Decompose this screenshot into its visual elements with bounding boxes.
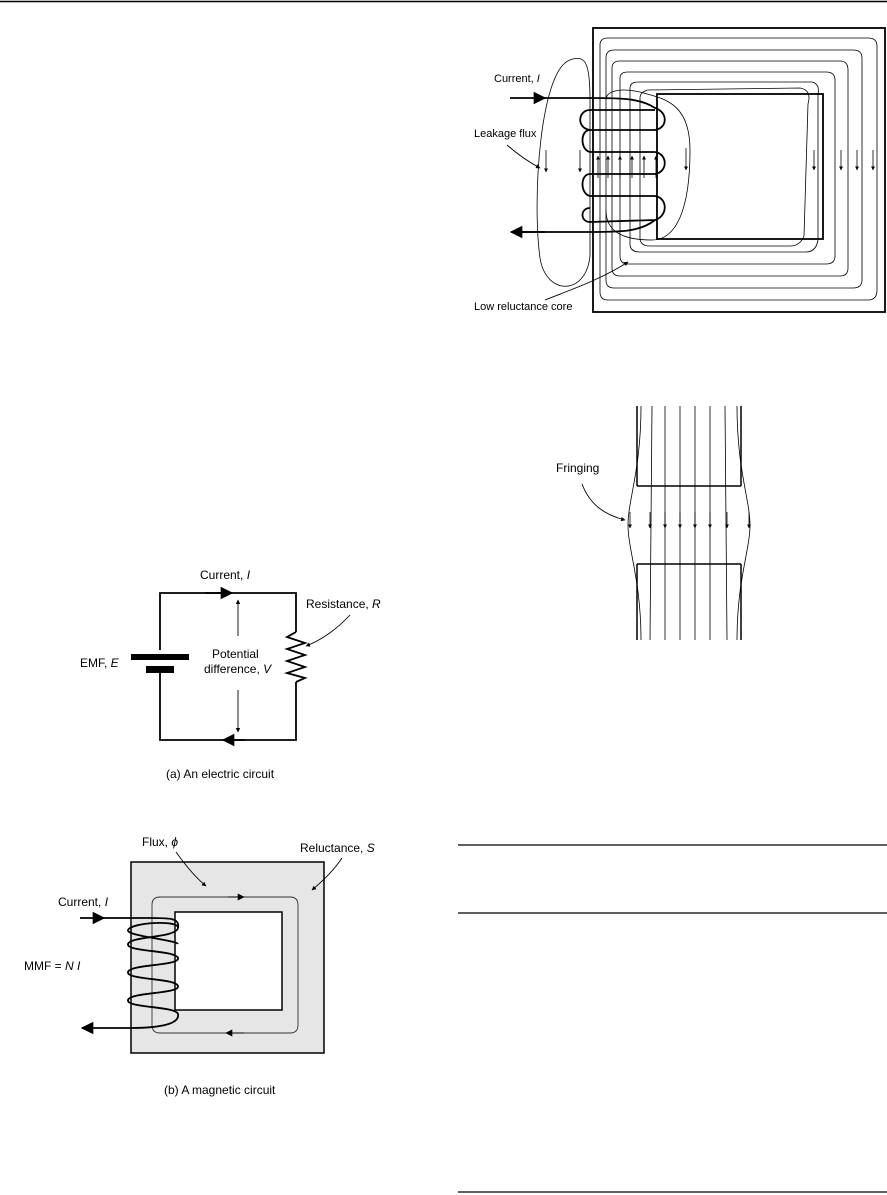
magnetic-caption: (b) A magnetic circuit xyxy=(164,1083,276,1097)
reluctance-pointer xyxy=(311,857,343,891)
fringing-figure: Fringing xyxy=(556,405,751,641)
circuit-top-wire xyxy=(159,592,297,650)
resistance-pointer xyxy=(305,614,351,647)
flux-direction-arrows xyxy=(544,148,875,173)
leakage-flux-figure: Current, I Leakage flux Low reluctance c… xyxy=(474,27,886,313)
core-flux-lines xyxy=(599,37,878,301)
magnetic-core xyxy=(130,861,325,1054)
circuit-bottom-wire xyxy=(159,673,297,741)
electric-caption: (a) An electric circuit xyxy=(166,767,275,781)
electric-current-label: Current, I xyxy=(200,568,251,582)
core-outer xyxy=(592,27,886,313)
reluctance-label: Reluctance, S xyxy=(300,841,375,855)
pd-label-line2: difference, V xyxy=(204,662,272,676)
battery-short-plate xyxy=(146,666,174,673)
core-window xyxy=(656,93,824,240)
leakage-flux-label: Leakage flux xyxy=(474,128,537,140)
battery-long-plate xyxy=(131,654,189,660)
fringing-pointer xyxy=(581,483,626,522)
leakage-current-label: Current, I xyxy=(494,73,540,85)
mmf-label: MMF = N I xyxy=(24,959,81,973)
low-reluctance-core-label: Low reluctance core xyxy=(474,301,572,313)
pd-label-line1: Potential xyxy=(212,647,259,661)
core-pointer xyxy=(544,261,629,301)
magnetic-circuit-figure: Flux, ϕ Reluctance, S Current, I MMF = N… xyxy=(24,835,375,1097)
resistor xyxy=(283,631,308,683)
mean-flux-path xyxy=(151,896,299,1034)
resistance-label: Resistance, R xyxy=(306,597,381,611)
gap-flux-lines xyxy=(627,405,751,641)
fringing-label: Fringing xyxy=(556,461,599,475)
flux-pointer xyxy=(175,851,207,887)
emf-label: EMF, E xyxy=(80,656,120,670)
leakage-coil xyxy=(509,91,666,239)
electric-circuit-figure: Current, I Resistance, R EMF, E Potentia… xyxy=(80,568,381,781)
leakage-flux-loops xyxy=(536,58,691,287)
leakage-pointer xyxy=(506,144,541,169)
gap-flux-arrows xyxy=(628,512,751,529)
magnetic-coil xyxy=(80,911,180,1035)
magnetic-current-label: Current, I xyxy=(58,895,109,909)
flux-label: Flux, ϕ xyxy=(142,835,178,849)
